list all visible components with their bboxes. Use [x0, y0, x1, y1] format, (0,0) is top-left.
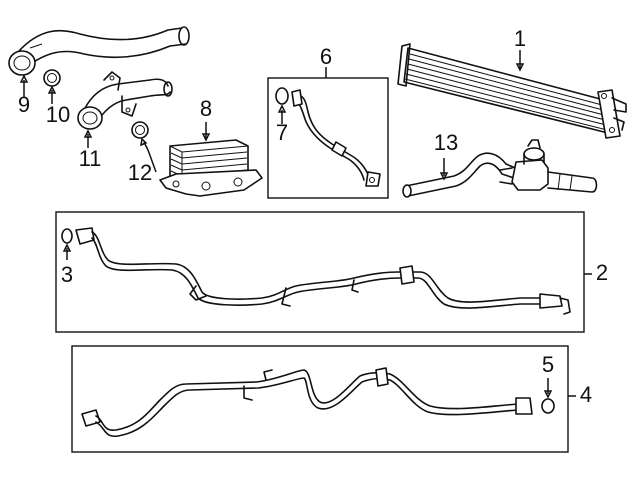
leader-lines	[19, 50, 592, 399]
callout-12: 12	[128, 160, 152, 185]
hose-with-valve-13[interactable]	[402, 139, 598, 198]
callout-1: 1	[514, 26, 526, 51]
seal-ring-10[interactable]	[43, 69, 61, 87]
part-4-frame	[71, 345, 569, 453]
callout-7: 7	[276, 120, 288, 145]
seal-ring-12[interactable]	[131, 121, 149, 139]
oil-cooler-8[interactable]	[159, 139, 263, 197]
callout-6: 6	[320, 44, 332, 69]
cooler-line-lower-4[interactable]	[81, 367, 533, 438]
callout-8: 8	[200, 96, 212, 121]
o-ring-3[interactable]	[61, 228, 73, 244]
callout-4: 4	[580, 382, 592, 407]
o-ring-5[interactable]	[541, 398, 555, 414]
o-ring-7[interactable]	[275, 87, 289, 105]
callout-5: 5	[542, 352, 554, 377]
inlet-pipe-11[interactable]	[77, 71, 173, 130]
cooler-line-upper-2[interactable]	[75, 227, 571, 315]
callout-3: 3	[61, 262, 73, 287]
callout-13: 13	[434, 130, 458, 155]
oil-cooler-radiator-1[interactable]	[397, 43, 627, 139]
part-2-frame	[55, 211, 585, 333]
callout-11: 11	[79, 146, 102, 171]
callout-9: 9	[18, 92, 30, 117]
callout-10: 10	[46, 102, 70, 127]
hose-9[interactable]	[8, 26, 190, 76]
part-6-frame	[267, 77, 389, 199]
oil-line-6[interactable]	[291, 89, 381, 187]
callout-2: 2	[596, 260, 608, 285]
